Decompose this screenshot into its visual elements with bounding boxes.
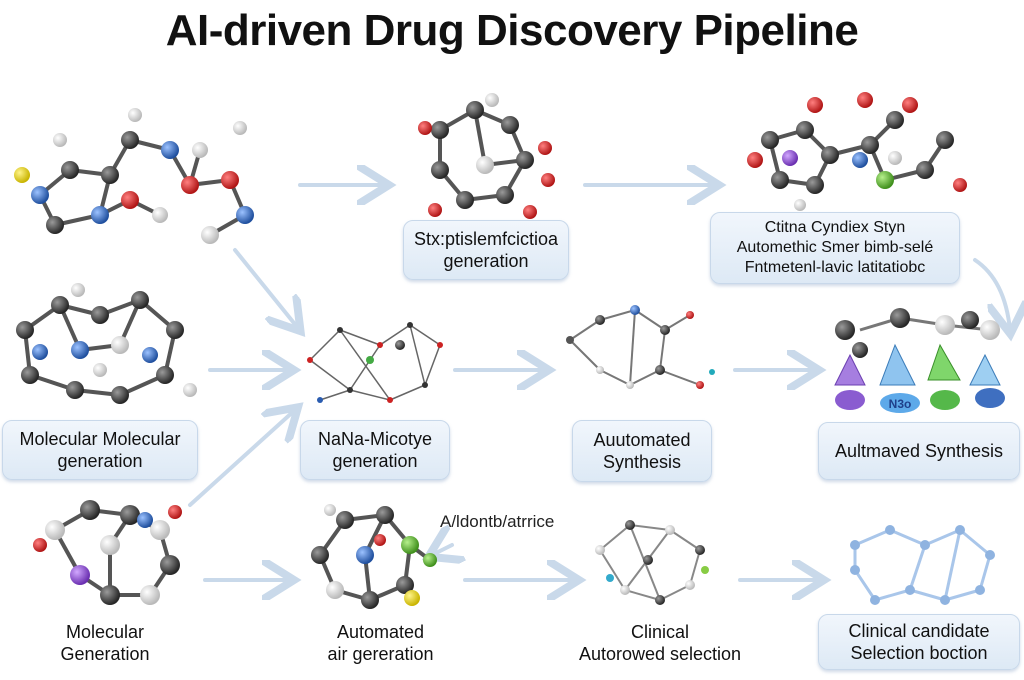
node-label-line: Fntmetenl-lavic latitatiobc bbox=[744, 259, 926, 276]
node-label: Automated air gereration bbox=[298, 618, 463, 668]
node-label: Auutomated Synthesis bbox=[572, 420, 712, 482]
molecule-icon bbox=[38, 138, 247, 237]
node-label-line: generation bbox=[57, 451, 143, 471]
node-label-line: Molecular bbox=[65, 622, 145, 642]
node-label-line: Automethic Smer bimb-selé bbox=[736, 239, 934, 256]
diagram-title: AI-driven Drug Discovery Pipeline bbox=[165, 6, 859, 55]
node-label: Molecular Molecular generation bbox=[2, 420, 198, 480]
node-label: NaNa-Micotye generation bbox=[300, 420, 450, 480]
node-label-line: NaNa-Micotye bbox=[317, 429, 433, 449]
node-label-line: Auutomated bbox=[593, 430, 691, 450]
atom-icons bbox=[16, 283, 197, 404]
node-label: Aultmaved Synthesis bbox=[818, 422, 1020, 480]
node-label: Ctitna Cyndiex Styn Automethic Smer bimb… bbox=[710, 212, 960, 284]
node-label-line: air gereration bbox=[327, 644, 434, 664]
arrow-annot bbox=[432, 545, 452, 555]
arrow-curve-right bbox=[973, 258, 1010, 330]
atom-icons bbox=[566, 305, 715, 389]
stylized-text: N3o bbox=[889, 397, 912, 411]
flask-icons bbox=[834, 308, 1005, 413]
node-label: Clinical Autorowed selection bbox=[560, 618, 760, 668]
molecule-icon bbox=[853, 528, 992, 602]
atom-icons bbox=[14, 108, 254, 244]
molecule-icon bbox=[569, 309, 701, 386]
node-label-line: Generation bbox=[60, 644, 150, 664]
node-label-line: Aultmaved Synthesis bbox=[834, 441, 1004, 461]
atom-icons bbox=[33, 500, 182, 605]
molecule-icon bbox=[309, 324, 441, 401]
node-label-line: Autorowed selection bbox=[578, 644, 742, 664]
atom-icons bbox=[418, 93, 555, 219]
node-label-line: generation bbox=[332, 451, 418, 471]
arrow-diag-1 bbox=[233, 248, 298, 328]
atom-icons bbox=[850, 525, 995, 605]
node-label-line: generation bbox=[443, 251, 529, 271]
node-label: Molecular Generation bbox=[20, 618, 190, 668]
annotation-label: A/ldontb/atrrice bbox=[440, 512, 555, 531]
node-label-line: Stx:ptislemfcictioa bbox=[413, 229, 559, 249]
atom-icons bbox=[311, 504, 437, 609]
node-label-line: Synthesis bbox=[602, 452, 682, 472]
node-label-line: Molecular Molecular bbox=[19, 429, 181, 449]
atom-icons bbox=[595, 520, 709, 605]
flow-arrows bbox=[188, 185, 1010, 580]
node-label-line: Automated bbox=[336, 622, 425, 642]
node-label: Clinical candidate Selection boction bbox=[818, 614, 1020, 670]
node-label-line: Ctitna Cyndiex Styn bbox=[764, 219, 906, 236]
node-label-line: Selection boction bbox=[850, 643, 988, 663]
node-label: Stx:ptislemfcictioa generation bbox=[403, 220, 569, 280]
arrow-diag-2 bbox=[188, 410, 295, 507]
atom-icons bbox=[307, 322, 443, 403]
node-label-line: Clinical candidate bbox=[848, 621, 990, 641]
node-label-line: Clinical bbox=[630, 622, 690, 642]
atom-icons bbox=[747, 92, 967, 211]
